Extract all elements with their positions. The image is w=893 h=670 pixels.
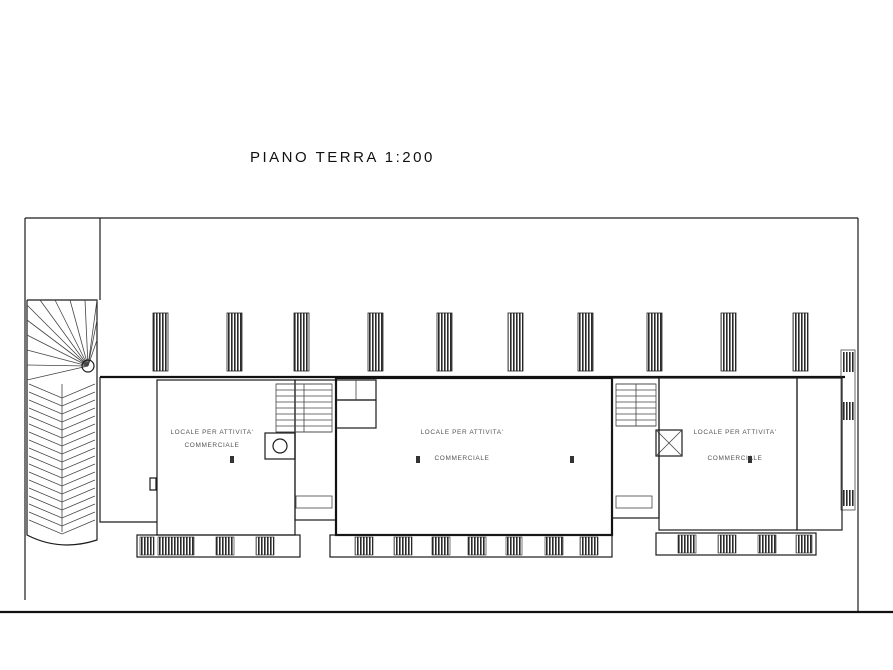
pier-3 [293, 312, 310, 372]
winder-tread-1 [26, 304, 89, 367]
pier-10 [792, 312, 809, 372]
facade-window-6 [393, 536, 413, 556]
pier-1 [152, 312, 169, 372]
site-boundary [0, 217, 893, 614]
stair-tread-8 [28, 439, 96, 455]
winder-tread-12 [87, 319, 98, 367]
winder-tread-11 [87, 299, 98, 367]
facade-window-bands [136, 532, 817, 558]
stair-tread-18 [28, 519, 96, 535]
winder-tread-2 [26, 319, 89, 367]
window-band-middle [329, 534, 613, 558]
facade-window-4 [255, 536, 275, 556]
facade-window-12 [677, 534, 697, 554]
stair-tread-10 [28, 455, 96, 471]
stair-tread-16 [28, 503, 96, 519]
pier-9 [720, 312, 737, 372]
pier-right-top [842, 352, 854, 372]
room-left-mark [230, 456, 234, 463]
stair-tread-6 [28, 423, 96, 439]
stair-tread-5 [28, 415, 96, 431]
room-left-label-line2: COMMERCIALE [185, 442, 240, 449]
facade-window-13 [717, 534, 737, 554]
winder-tread-5 [26, 364, 89, 367]
pier-7 [577, 312, 594, 372]
service-core-left [264, 379, 337, 521]
facade-window-3 [215, 536, 235, 556]
doorway-right [615, 495, 653, 509]
winder-tread-6 [26, 365, 89, 381]
building-outline [99, 349, 856, 523]
stair-tread-7 [28, 431, 96, 447]
facade-window-7 [431, 536, 451, 556]
facade-window-10 [544, 536, 564, 556]
stair-treads-right [615, 383, 657, 427]
stair-treads [28, 383, 96, 535]
duct-box-right [655, 429, 683, 457]
duct-box-left [264, 432, 296, 460]
pier-8 [646, 312, 663, 372]
room-middle-mark-a [416, 456, 420, 463]
stair-tread-12 [28, 471, 96, 487]
room-left: LOCALE PER ATTIVITA' COMMERCIALE [156, 379, 296, 536]
winder-tread-13 [87, 339, 98, 367]
stair-tread-1 [28, 383, 96, 399]
stair-tread-15 [28, 495, 96, 511]
pier-5 [436, 312, 453, 372]
stair-newel [81, 359, 95, 373]
winder-tread-10 [84, 299, 89, 367]
room-middle-label-line2: COMMERCIALE [435, 455, 490, 462]
room-right-label-line1: LOCALE PER ATTIVITA' [693, 429, 776, 436]
facade-window-9 [505, 536, 523, 556]
stair-tread-17 [28, 511, 96, 527]
service-core-right [611, 377, 683, 519]
stair-winder [26, 299, 98, 381]
plan-title: PIANO TERRA 1:200 [250, 149, 435, 166]
pier-4 [367, 312, 384, 372]
pier-2 [226, 312, 243, 372]
pier-right-mid [842, 402, 854, 420]
pier-right-low [842, 490, 854, 506]
small-room-b [335, 399, 377, 429]
duct-circle-left [272, 438, 288, 454]
winder-tread-4 [26, 349, 89, 367]
room-middle: LOCALE PER ATTIVITA' COMMERCIALE [334, 376, 614, 537]
winder-tread-8 [54, 299, 89, 367]
winder-tread-7 [39, 299, 89, 367]
facade-window-11 [579, 536, 599, 556]
doorway-left [295, 495, 333, 509]
stair-tread-11 [28, 463, 96, 479]
stair-tread-14 [28, 487, 96, 503]
stair-block [26, 299, 98, 546]
facade-window-15 [795, 534, 813, 554]
facade-window-2 [157, 536, 195, 556]
pier-row [152, 312, 809, 372]
room-right-mark [748, 456, 752, 463]
room-middle-mark-b [570, 456, 574, 463]
facade-window-5 [354, 536, 374, 556]
stair-treads-left [275, 383, 333, 433]
facade-window-8 [467, 536, 487, 556]
stair-tread-9 [28, 447, 96, 463]
pier-6 [507, 312, 524, 372]
winder-tread-3 [26, 334, 89, 367]
stair-tread-3 [28, 399, 96, 415]
facade-window-1 [139, 536, 155, 556]
stair-tread-13 [28, 479, 96, 495]
stair-tread-2 [28, 391, 96, 407]
room-right-label-line2: COMMERCIALE [708, 455, 763, 462]
facade-window-14 [757, 534, 777, 554]
window-band-right [655, 532, 817, 556]
winder-tread-9 [69, 299, 89, 367]
room-right: LOCALE PER ATTIVITA' COMMERCIALE [658, 377, 843, 531]
room-middle-label-line1: LOCALE PER ATTIVITA' [420, 429, 503, 436]
window-band-left [136, 534, 301, 558]
stair-tread-4 [28, 407, 96, 423]
room-left-label-line1: LOCALE PER ATTIVITA' [170, 429, 253, 436]
